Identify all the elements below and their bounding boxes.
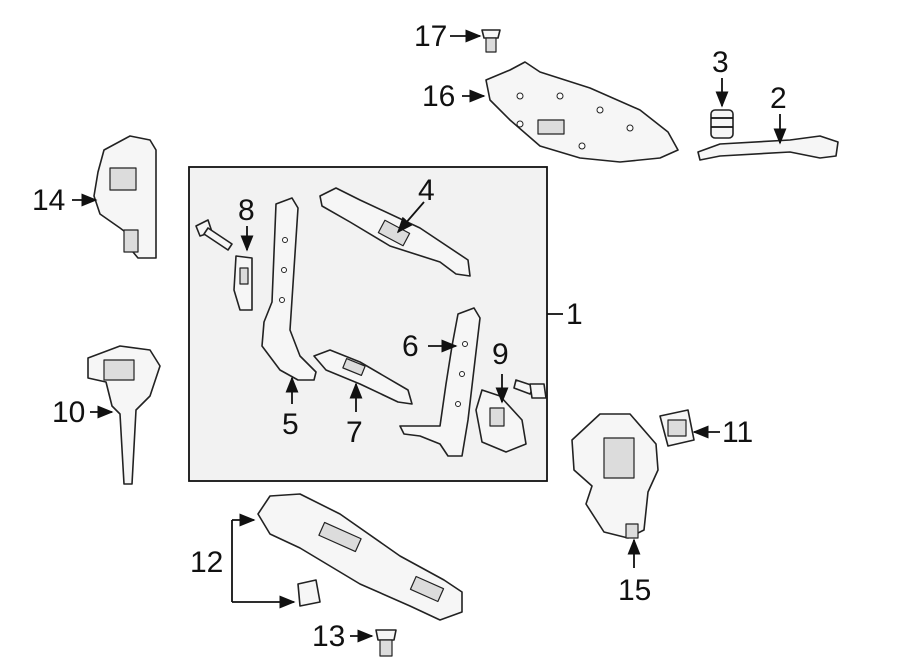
callout-7: 7: [346, 416, 363, 449]
callout-5: 5: [282, 408, 299, 441]
callout-3: 3: [712, 46, 729, 79]
callout-14: 14: [32, 184, 65, 217]
part-10-bracket[interactable]: [87, 345, 161, 485]
callout-10: 10: [52, 396, 85, 429]
callout-9: 9: [492, 338, 509, 371]
bolt-upper-left[interactable]: [195, 219, 233, 251]
part-4-crossmember[interactable]: [319, 187, 471, 277]
callout-16: 16: [422, 80, 455, 113]
part-5-upright[interactable]: [261, 197, 317, 381]
part-13-clip[interactable]: [375, 629, 397, 657]
callout-4: 4: [418, 174, 435, 207]
part-15-deflector[interactable]: [571, 413, 659, 539]
callout-17: 17: [414, 20, 447, 53]
part-2-support[interactable]: [697, 135, 839, 161]
part-3-stop[interactable]: [710, 109, 734, 139]
part-8-bracket[interactable]: [233, 255, 253, 311]
part-16-cover[interactable]: [485, 61, 679, 163]
part-14-deflector[interactable]: [93, 135, 157, 259]
callout-8: 8: [238, 194, 255, 227]
part-11-bracket[interactable]: [659, 409, 695, 447]
part-6-upright[interactable]: [399, 307, 481, 457]
part-7-tie-bar[interactable]: [313, 349, 413, 405]
callout-15: 15: [618, 574, 651, 607]
part-17-clip[interactable]: [481, 29, 501, 53]
callout-1: 1: [566, 298, 583, 331]
bolt-right[interactable]: [513, 379, 547, 399]
callout-2: 2: [770, 82, 787, 115]
part-12-air-guide[interactable]: [257, 493, 463, 621]
callout-6: 6: [402, 330, 419, 363]
part-12-clip[interactable]: [297, 579, 321, 607]
callout-11: 11: [722, 416, 753, 449]
callout-13: 13: [312, 620, 345, 653]
callout-12: 12: [190, 546, 223, 579]
